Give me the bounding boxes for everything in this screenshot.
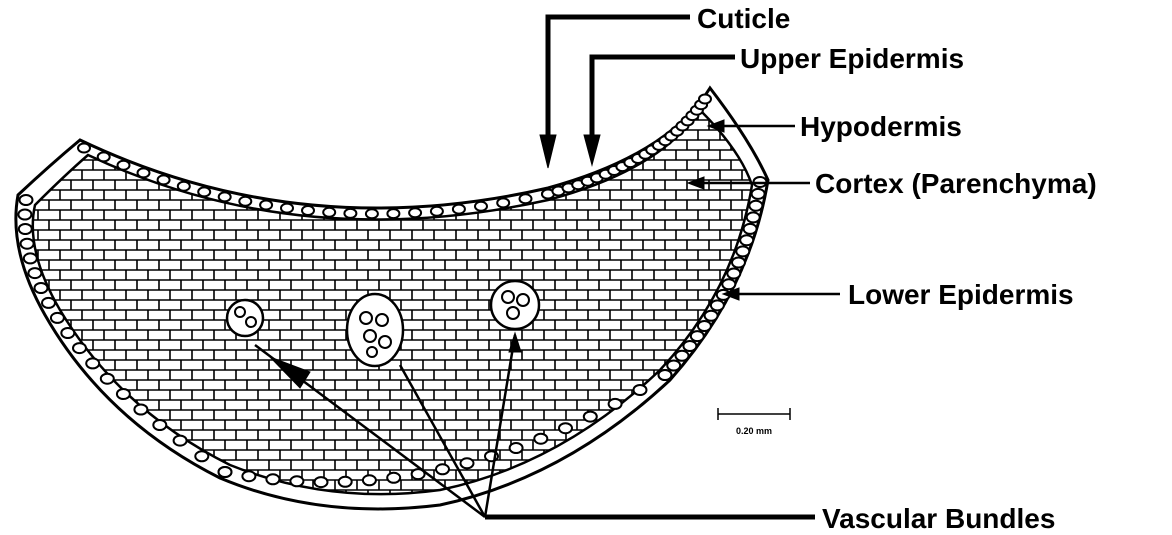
epidermal-cell <box>699 95 711 104</box>
epidermal-cell <box>475 202 487 211</box>
label-upper-epidermis: Upper Epidermis <box>740 43 964 74</box>
epidermal-cell <box>752 189 765 199</box>
epidermal-cell <box>497 198 509 207</box>
epidermal-cell <box>138 168 150 177</box>
epidermal-cell <box>387 473 400 483</box>
epidermal-cell <box>51 313 64 323</box>
epidermal-cell <box>736 246 749 256</box>
upper-epidermis-arrowhead <box>584 135 600 165</box>
epidermal-cell <box>659 370 672 380</box>
label-vascular-bundles: Vascular Bundles <box>822 503 1055 534</box>
epidermal-cell <box>174 436 187 446</box>
epidermal-cell <box>242 471 255 481</box>
label-cuticle: Cuticle <box>697 3 790 34</box>
epidermal-cell <box>158 175 170 184</box>
epidermal-cell <box>42 298 55 308</box>
epidermal-cell <box>266 474 279 484</box>
epidermal-cell <box>727 269 740 279</box>
epidermal-cell <box>559 423 572 433</box>
epidermal-cell <box>61 328 74 338</box>
epidermal-cell <box>21 239 34 249</box>
epidermal-cell <box>667 361 680 371</box>
epidermal-cell <box>86 358 99 368</box>
epidermal-cell <box>534 434 547 444</box>
epidermal-cell <box>302 206 314 215</box>
epidermal-cell <box>366 209 378 218</box>
epidermal-cell <box>101 374 114 384</box>
epidermal-cell <box>195 451 208 461</box>
label-hypodermis: Hypodermis <box>800 111 962 142</box>
epidermal-cell <box>634 385 647 395</box>
epidermal-cell <box>683 341 696 351</box>
epidermal-cell <box>315 477 328 487</box>
epidermal-cell <box>219 467 232 477</box>
epidermal-cell <box>431 207 443 216</box>
epidermal-cell <box>28 268 41 278</box>
epidermal-cell <box>20 195 33 205</box>
epidermal-cell <box>520 194 532 203</box>
epidermal-cell <box>363 475 376 485</box>
scale-bar: 0.20 mm <box>718 408 790 436</box>
epidermal-cell <box>219 192 231 201</box>
epidermal-cell <box>722 279 735 289</box>
label-lower-epidermis: Lower Epidermis <box>848 279 1074 310</box>
epidermal-cell <box>744 224 757 234</box>
epidermal-cell <box>198 187 210 196</box>
epidermal-cell <box>453 205 465 214</box>
cuticle-arrowhead <box>540 135 556 168</box>
epidermal-cell <box>153 420 166 430</box>
epidermal-cell <box>178 182 190 191</box>
epidermal-cell <box>24 253 37 263</box>
epidermal-cell <box>749 201 762 211</box>
epidermal-cell <box>436 464 449 474</box>
epidermal-cell <box>73 343 86 353</box>
epidermal-cell <box>19 224 32 234</box>
vascular-bundle-right <box>491 281 539 329</box>
epidermal-cell <box>732 258 745 268</box>
vascular-bundle-left <box>227 300 263 336</box>
epidermal-cell <box>747 212 760 222</box>
epidermal-cell <box>35 283 48 293</box>
epidermal-cell <box>387 209 399 218</box>
epidermal-cell <box>281 204 293 213</box>
epidermal-cell <box>339 477 352 487</box>
vascular-bundle-center <box>347 294 403 366</box>
epidermal-cell <box>676 351 689 361</box>
epidermal-cell <box>323 208 335 217</box>
epidermal-cell <box>344 209 356 218</box>
epidermal-cell <box>18 210 31 220</box>
epidermal-cell <box>698 321 711 331</box>
epidermal-cell <box>740 235 753 245</box>
epidermal-cell <box>510 443 523 453</box>
epidermal-cell <box>290 476 303 486</box>
epidermal-cell <box>409 208 421 217</box>
scale-bar-label: 0.20 mm <box>736 426 772 436</box>
epidermal-cell <box>260 201 272 210</box>
epidermal-cell <box>118 161 130 170</box>
epidermal-cell <box>98 152 110 161</box>
epidermal-cell <box>691 331 704 341</box>
epidermal-cell <box>117 389 130 399</box>
epidermal-cell <box>609 399 622 409</box>
epidermal-cell <box>239 197 251 206</box>
epidermal-cell <box>78 144 90 153</box>
epidermal-cell <box>461 458 474 468</box>
epidermal-cell <box>705 311 718 321</box>
label-cortex: Cortex (Parenchyma) <box>815 168 1097 199</box>
epidermal-cell <box>134 405 147 415</box>
epidermal-cell <box>584 412 597 422</box>
epidermal-cell <box>711 300 724 310</box>
